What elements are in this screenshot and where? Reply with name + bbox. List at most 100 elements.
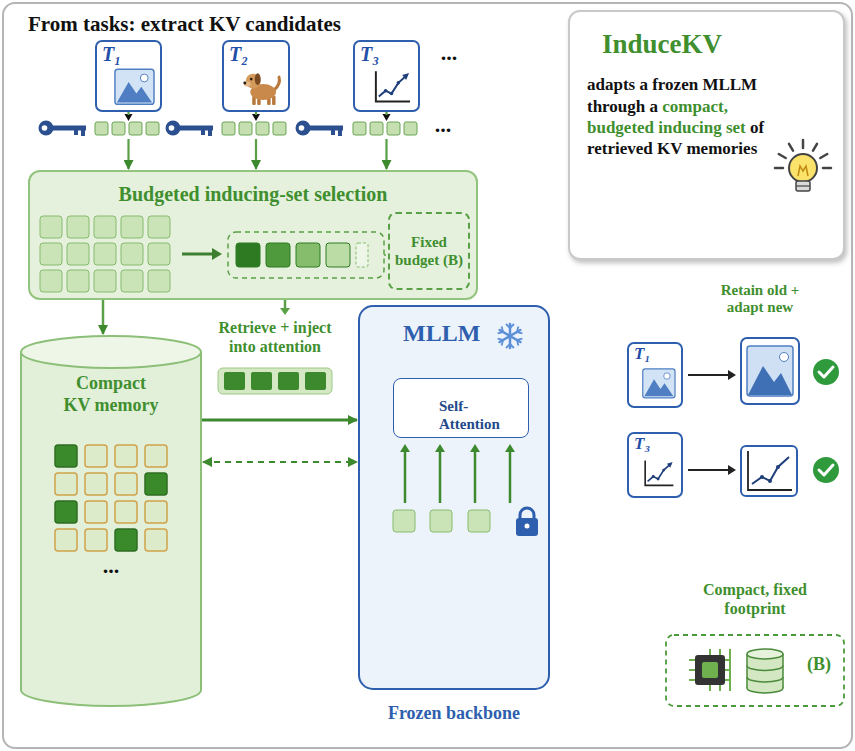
kv-square bbox=[251, 372, 272, 390]
label-wrap: ... bbox=[426, 112, 460, 137]
task-picture bbox=[379, 75, 407, 96]
token-arrows bbox=[400, 444, 515, 503]
task-picture bbox=[376, 71, 410, 101]
module-label: Self-Attention bbox=[394, 383, 528, 433]
node-illustration bbox=[665, 580, 845, 708]
chart-dot bbox=[768, 479, 772, 483]
box-title: Budgeted inducing-set selection bbox=[30, 182, 476, 206]
chart-dot bbox=[760, 475, 764, 479]
candidate-grid bbox=[121, 270, 143, 292]
task-box: T₃ bbox=[627, 432, 683, 498]
kv-square bbox=[370, 122, 383, 135]
candidate-grid bbox=[94, 270, 116, 292]
candidate-grid bbox=[148, 216, 170, 238]
figure-heading: From tasks: extract KV candidates bbox=[28, 12, 341, 37]
node-illustration bbox=[390, 214, 468, 288]
model-outline bbox=[359, 306, 549, 689]
task-picture bbox=[255, 73, 261, 85]
task-picture bbox=[652, 475, 655, 478]
task-picture bbox=[244, 82, 251, 87]
cylinder-shape bbox=[21, 352, 201, 690]
task-picture bbox=[115, 69, 154, 104]
input-tokens bbox=[393, 510, 415, 532]
task-picture bbox=[250, 78, 253, 81]
task-label: T₃ bbox=[629, 434, 681, 454]
key-row bbox=[296, 114, 418, 136]
candidate-grid bbox=[67, 243, 89, 265]
task-picture bbox=[645, 460, 673, 485]
task-picture bbox=[274, 77, 279, 90]
memory-grid bbox=[55, 445, 167, 551]
budget-symbol: (B) bbox=[807, 654, 831, 675]
kv-square bbox=[239, 122, 252, 135]
memory-grid bbox=[115, 445, 137, 467]
task-picture bbox=[645, 460, 673, 485]
method-summary: adapts a frozen MLLM through a compact, … bbox=[587, 74, 777, 159]
task-picture bbox=[644, 379, 673, 396]
selected-set bbox=[266, 243, 290, 267]
candidate-grid bbox=[94, 243, 116, 265]
lock-icon bbox=[516, 508, 538, 536]
memory-grid bbox=[85, 529, 107, 551]
footprint-outline bbox=[666, 635, 844, 706]
task-picture bbox=[643, 369, 675, 398]
chip-icon bbox=[702, 662, 718, 678]
memory-grid bbox=[115, 501, 137, 523]
memory-grid bbox=[85, 501, 107, 523]
snowflake-icon bbox=[498, 324, 523, 348]
selected-set bbox=[356, 243, 368, 267]
task-picture bbox=[643, 369, 675, 398]
key-row bbox=[39, 114, 160, 136]
selected-set bbox=[236, 243, 260, 267]
select-arrow bbox=[212, 248, 222, 260]
attention-box: Self-Attention bbox=[393, 378, 529, 438]
memory-grid bbox=[85, 473, 107, 495]
task-picture bbox=[140, 74, 148, 82]
model-box: MLLMFrozen backboneSelf-Attention bbox=[358, 305, 550, 725]
candidate-grid bbox=[40, 270, 62, 292]
candidate-grid bbox=[148, 243, 170, 265]
kv-square bbox=[95, 122, 108, 135]
memory-grid bbox=[85, 445, 107, 467]
lightbulb-icon bbox=[802, 140, 805, 148]
label-wrap: ... bbox=[432, 40, 466, 65]
node-illustration bbox=[358, 305, 550, 725]
task-picture bbox=[243, 82, 246, 85]
selected-set bbox=[228, 232, 388, 278]
check-badge bbox=[813, 359, 839, 385]
task-picture bbox=[243, 73, 279, 105]
check-mark bbox=[819, 465, 833, 475]
cylinder-shape bbox=[20, 352, 22, 690]
arrow-head bbox=[728, 465, 736, 475]
memory-grid bbox=[115, 473, 137, 495]
connector-arrow bbox=[102, 300, 105, 334]
retrieved-kv-bar bbox=[218, 368, 332, 394]
token-arrows bbox=[509, 451, 512, 503]
memory-label: Compact KV memory bbox=[62, 373, 160, 416]
candidate-grid bbox=[67, 216, 89, 238]
image-icon bbox=[747, 346, 793, 396]
memory-grid bbox=[145, 473, 167, 495]
snowflake-icon bbox=[498, 327, 523, 346]
memory-grid bbox=[145, 445, 167, 467]
token-arrows bbox=[474, 451, 477, 503]
task-picture bbox=[384, 89, 388, 93]
connector-arrow bbox=[255, 112, 257, 169]
check-badge bbox=[813, 457, 839, 483]
lock-icon bbox=[525, 524, 530, 529]
candidate-grid bbox=[121, 216, 143, 238]
selected-set bbox=[228, 232, 384, 278]
kv-square bbox=[146, 122, 159, 135]
edge-label-wrap: Retrieve + inject into attention bbox=[205, 318, 345, 356]
task-box: T₁ bbox=[627, 342, 683, 408]
footprint-box: Compact, fixed footprint (B) bbox=[665, 580, 845, 708]
method-name: InduceKV bbox=[602, 28, 826, 60]
memory-grid bbox=[145, 501, 167, 523]
selection-box: Budgeted inducing-set selectionFixed bud… bbox=[28, 170, 478, 300]
footprint-title: Compact, fixed footprint bbox=[665, 580, 845, 618]
task-picture bbox=[376, 71, 410, 101]
kv-square bbox=[222, 122, 235, 135]
task-box: T₁ bbox=[95, 40, 162, 112]
task-box: T₂ bbox=[222, 40, 290, 112]
